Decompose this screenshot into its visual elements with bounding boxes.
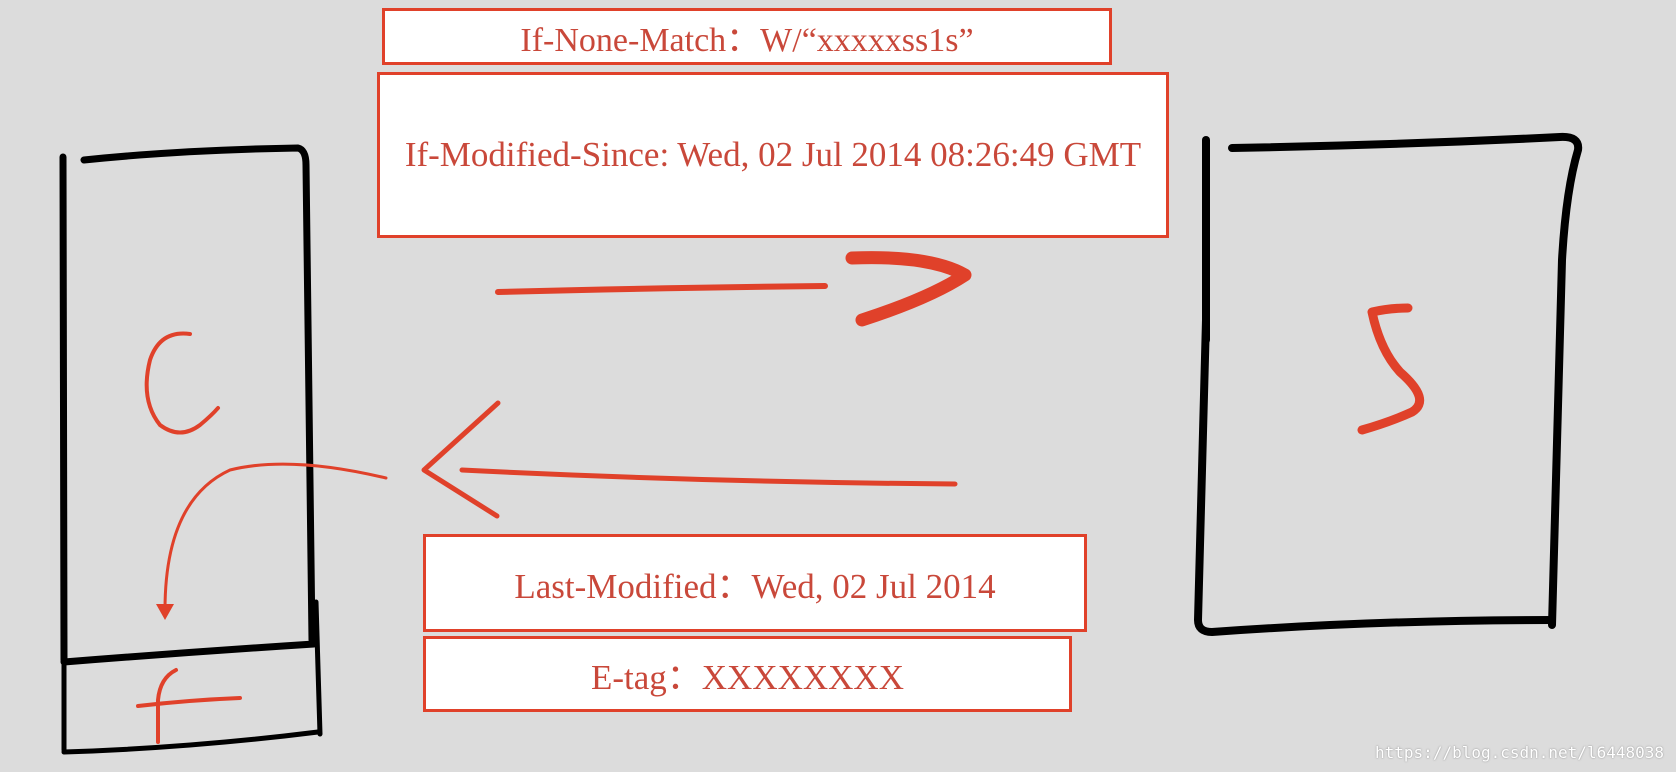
if-modified-since-box: If-Modified-Since: Wed, 02 Jul 2014 08:2…: [377, 72, 1169, 238]
if-modified-since-text: If-Modified-Since: Wed, 02 Jul 2014 08:2…: [404, 135, 1142, 174]
client-letter-c: [144, 331, 220, 435]
server-box: [1194, 132, 1583, 636]
client-box: [59, 144, 318, 666]
client-cache-box: [61, 599, 323, 755]
etag-text: E-tag：XXXXXXXX: [590, 657, 904, 697]
cache-arrow: [163, 462, 388, 612]
if-none-match-text: If-None-Match：W/“xxxxxss1s”: [520, 22, 974, 59]
last-modified-text: Last-Modified：Wed, 02 Jul 2014: [514, 566, 996, 606]
watermark: https://blog.csdn.net/l6448038: [1375, 743, 1664, 762]
response-arrow: [421, 400, 958, 519]
etag-box: E-tag：XXXXXXXX: [423, 636, 1072, 712]
server-letter-s: [1357, 303, 1425, 435]
cache-letter-f: [136, 668, 242, 744]
request-arrow: [495, 251, 972, 327]
cache-arrow-head: [156, 604, 174, 620]
last-modified-box: Last-Modified：Wed, 02 Jul 2014: [423, 534, 1087, 632]
if-none-match-box: If-None-Match：W/“xxxxxss1s”: [382, 8, 1112, 65]
